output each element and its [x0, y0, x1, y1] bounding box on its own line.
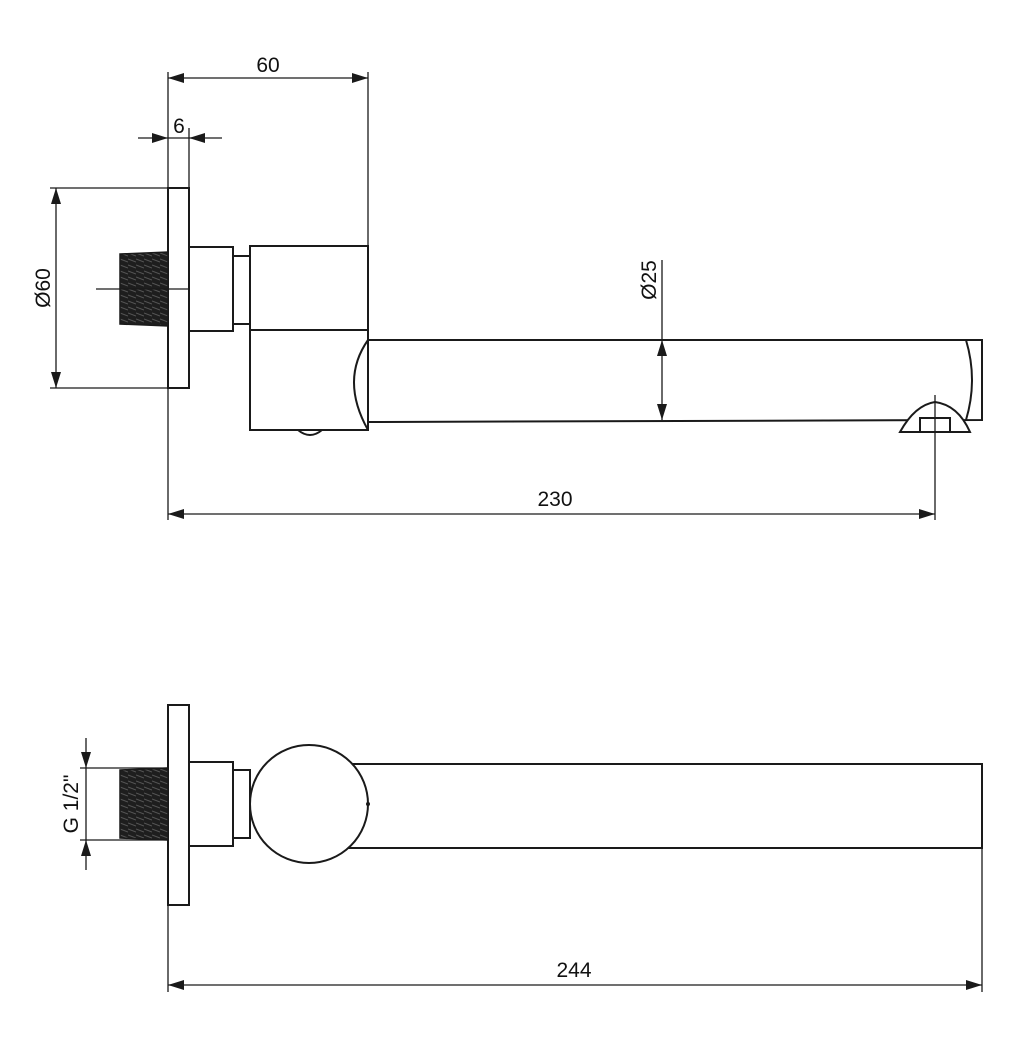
side-view: 60 6 Ø60 Ø25 230	[32, 54, 983, 520]
round-handle	[249, 744, 369, 864]
upper-block	[249, 245, 369, 331]
arrow-60-right	[352, 73, 368, 83]
arrow-6-right	[189, 133, 205, 143]
dim-label-60: 60	[256, 54, 279, 77]
arrow-6-left	[152, 133, 168, 143]
handle-dot	[366, 802, 370, 806]
dim-label-6: 6	[173, 115, 185, 138]
neck-top	[188, 761, 234, 847]
dim-label-230: 230	[537, 488, 572, 511]
thread-connector-top	[119, 767, 169, 841]
arrow-230-right	[919, 509, 935, 519]
neck	[188, 246, 234, 332]
dim-label-thread: G 1/2"	[60, 775, 83, 834]
arrow-d25-top	[657, 340, 667, 356]
block-foot	[297, 429, 323, 436]
spout	[367, 339, 983, 424]
arrow-230-left	[168, 509, 184, 519]
spout-top	[299, 763, 983, 849]
arrow-thread-top	[81, 752, 91, 768]
arrow-d60-top	[51, 188, 61, 204]
wall-plate-top	[167, 704, 190, 906]
top-view: G 1/2" 244	[60, 704, 983, 992]
lower-block	[249, 329, 369, 431]
block-curve	[353, 339, 369, 431]
dim-label-d25: Ø25	[638, 260, 661, 300]
arrow-thread-bottom	[81, 840, 91, 856]
wall-plate	[167, 187, 190, 389]
arrow-244-right	[966, 980, 982, 990]
spout-tip	[965, 339, 973, 421]
arrow-d60-bottom	[51, 372, 61, 388]
dim-label-d60: Ø60	[32, 268, 55, 308]
arrow-d25-bottom	[657, 404, 667, 420]
arrow-244-left	[168, 980, 184, 990]
neck-ring-top	[232, 769, 251, 839]
arrow-60-left	[168, 73, 184, 83]
neck-ring	[232, 255, 251, 325]
dim-label-244: 244	[556, 959, 591, 982]
